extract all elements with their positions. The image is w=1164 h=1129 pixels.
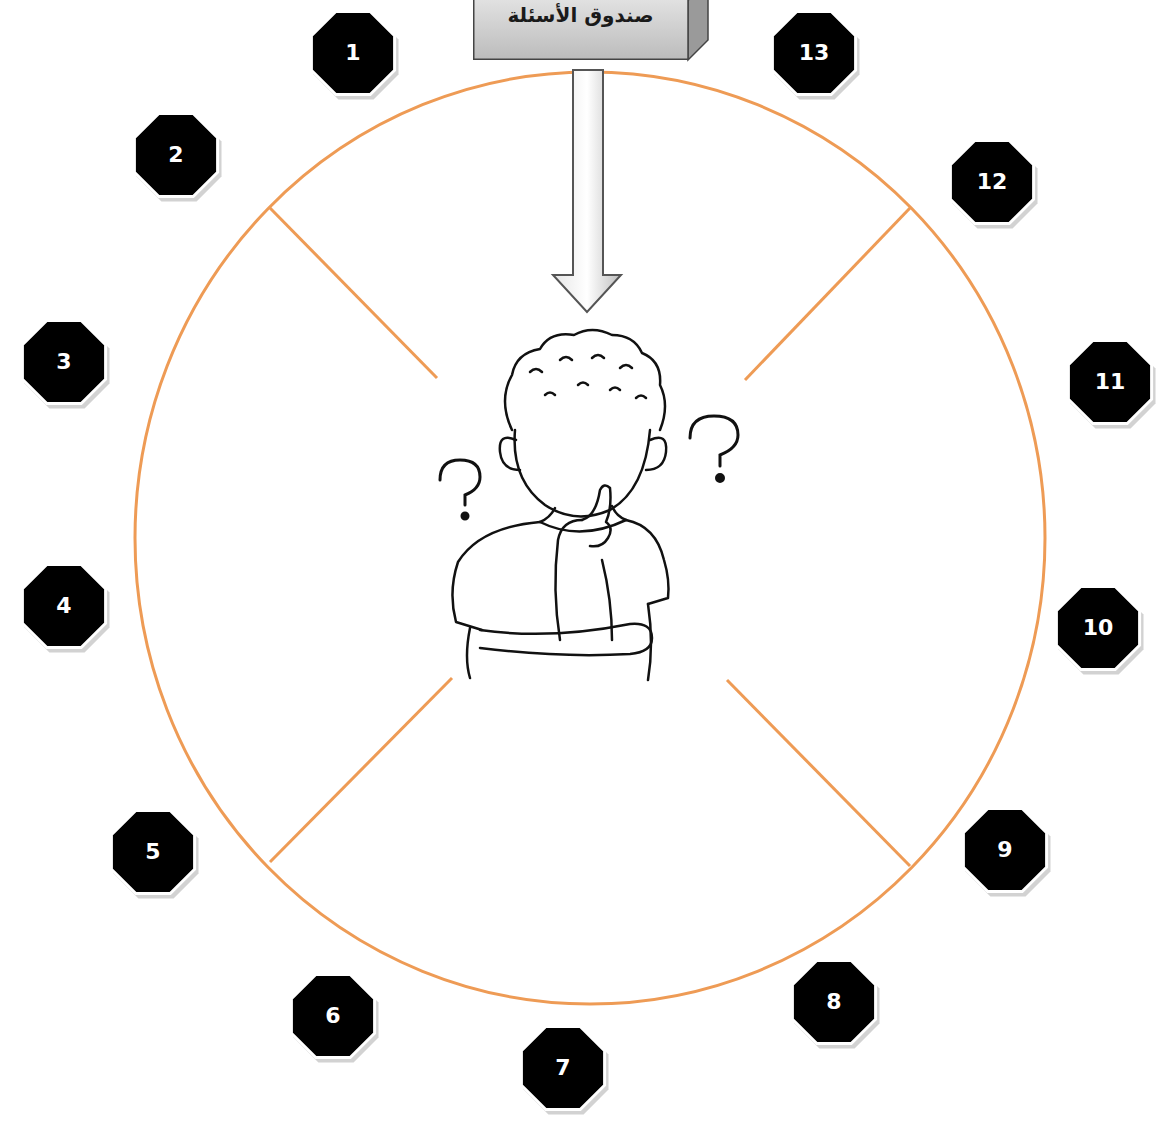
down-arrow <box>553 70 621 312</box>
number-badge: 5 <box>106 805 200 899</box>
callout-number: 7 <box>516 1021 610 1115</box>
number-badge: 3 <box>17 315 111 409</box>
number-badge: 6 <box>286 969 380 1063</box>
question-mark <box>440 416 738 519</box>
callout-number: 11 <box>1063 335 1157 429</box>
callout-number: 10 <box>1051 581 1145 675</box>
callout-number: 1 <box>306 6 400 100</box>
number-badge: 10 <box>1051 581 1145 675</box>
number-badge: 12 <box>945 135 1039 229</box>
number-badge: 1 <box>306 6 400 100</box>
number-badge: 7 <box>516 1021 610 1115</box>
callout-number: 2 <box>129 108 223 202</box>
callout-number: 4 <box>17 559 111 653</box>
number-badge: 11 <box>1063 335 1157 429</box>
callout-number: 3 <box>17 315 111 409</box>
box-label: صندوق الأسئلة <box>473 0 688 28</box>
number-badge: 2 <box>129 108 223 202</box>
number-badge: 4 <box>17 559 111 653</box>
thinking-boy <box>452 330 668 680</box>
number-badge: 8 <box>787 955 881 1049</box>
callout-number: 6 <box>286 969 380 1063</box>
number-badge: 13 <box>767 6 861 100</box>
question-box: صندوق الأسئلة <box>473 0 688 60</box>
callout-number: 5 <box>106 805 200 899</box>
callout-number: 9 <box>958 803 1052 897</box>
callout-number: 8 <box>787 955 881 1049</box>
callout-number: 12 <box>945 135 1039 229</box>
number-badge: 9 <box>958 803 1052 897</box>
callout-number: 13 <box>767 6 861 100</box>
